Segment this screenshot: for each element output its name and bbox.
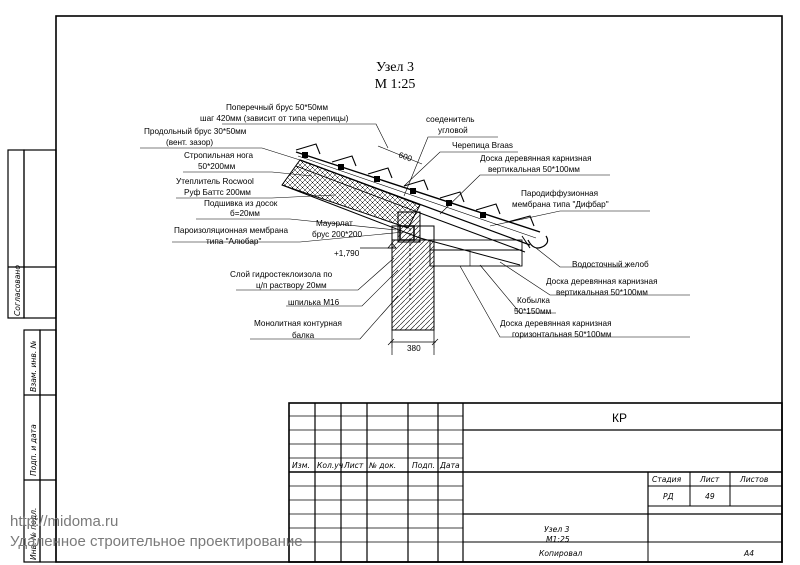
label-rafter-2: 50*200мм <box>198 162 236 171</box>
side-agreed: Согласовано <box>13 265 22 316</box>
label-sheath-2: б=20мм <box>230 209 260 218</box>
label-vert-board-2: вертикальная 50*100мм <box>488 165 580 174</box>
label-sheath-1: Подшивка из досок <box>204 199 278 208</box>
label-cornice-v-2: вертикальная 50*100мм <box>556 288 648 297</box>
callout-labels: Поперечный брус 50*50мм шаг 420мм (завис… <box>144 103 658 340</box>
node-scale: М 1:25 <box>375 77 416 92</box>
label-membrane-2: мембрана типа "Дифбар" <box>512 200 609 209</box>
label-cross-batten-1: Поперечный брус 50*50мм <box>226 103 328 112</box>
label-vapor-1: Пароизоляционная мембрана <box>174 226 289 235</box>
side-inv: Взам. инв. № <box>29 340 38 392</box>
roof-section <box>281 143 549 355</box>
label-long-batten-1: Продольный брус 30*50мм <box>144 127 247 136</box>
label-connector-2: угловой <box>438 126 468 135</box>
label-connector-1: соеденитель <box>426 115 475 124</box>
sheets-header: Листов <box>739 475 769 484</box>
col-list: Лист <box>343 461 364 470</box>
label-stud: шпилька М16 <box>288 298 340 307</box>
format-label: А4 <box>743 549 754 558</box>
copied-label: Копировал <box>539 549 583 558</box>
sheet-value: 49 <box>705 492 715 501</box>
col-date: Дата <box>439 461 460 470</box>
label-cornice-v-1: Доска деревянная карнизная <box>546 277 658 286</box>
label-cross-batten-2: шаг 420мм (зависит от типа черепицы) <box>200 114 349 123</box>
label-kobylka-2: 50*150мм <box>514 307 552 316</box>
label-tile: Черепица Braas <box>452 141 513 150</box>
label-kobylka-1: Кобылка <box>517 296 550 305</box>
node-title: Узел 3 <box>376 60 414 75</box>
watermark-url[interactable]: http://midoma.ru <box>10 513 119 530</box>
side-inv-podl: Инв. № подл. <box>29 508 38 560</box>
leader-lines <box>140 123 690 340</box>
drawing-name-2: М1:25 <box>546 535 570 544</box>
col-kol: Кол.уч <box>317 461 344 470</box>
label-long-batten-2: (вент. зазор) <box>166 138 213 147</box>
col-izm: Изм. <box>292 461 310 470</box>
label-glass-1: Слой гидростеклоизола по <box>230 270 333 279</box>
label-beam-2: балка <box>292 331 315 340</box>
col-doc: № док. <box>368 461 396 470</box>
label-cornice-h-2: горизонтальная 50*100мм <box>512 330 612 339</box>
stage-header: Стадия <box>652 475 682 484</box>
title-code: КР <box>612 411 627 425</box>
label-cornice-h-1: Доска деревянная карнизная <box>500 319 612 328</box>
label-mauerlat-1: Мауэрлат <box>316 219 353 228</box>
dim-380: 380 <box>407 344 421 353</box>
label-insul-2: Руф Баттс 200мм <box>184 188 251 197</box>
label-elev: +1,790 <box>334 249 360 258</box>
label-insul-1: Утеплитель Rocwool <box>176 177 254 186</box>
label-membrane-1: Пародиффузионная <box>521 189 598 198</box>
title-block <box>288 402 783 563</box>
label-glass-2: ц/п раствору 20мм <box>256 281 327 290</box>
col-sign: Подп. <box>412 461 435 470</box>
drawing-name-1: Узел 3 <box>544 525 570 534</box>
side-sign-date: Подп. и дата <box>29 424 38 476</box>
label-vapor-2: типа "Алюбар" <box>206 237 261 246</box>
stage-value: РД <box>663 492 674 501</box>
title-columns: Изм. Кол.уч Лист № док. Подп. Дата <box>292 461 460 470</box>
watermark-text: Удаленное строительное проектирование <box>10 533 303 550</box>
dim-600: 600 <box>397 150 413 163</box>
label-vert-board-1: Доска деревянная карнизная <box>480 154 592 163</box>
label-mauerlat-2: брус 200*200 <box>312 230 362 239</box>
sheet-header: Лист <box>699 475 720 484</box>
label-gutter: Водосточный желоб <box>572 260 649 269</box>
label-beam-1: Монолитная контурная <box>254 319 342 328</box>
side-stamp <box>7 149 57 563</box>
label-rafter-1: Стропильная нога <box>184 151 253 160</box>
